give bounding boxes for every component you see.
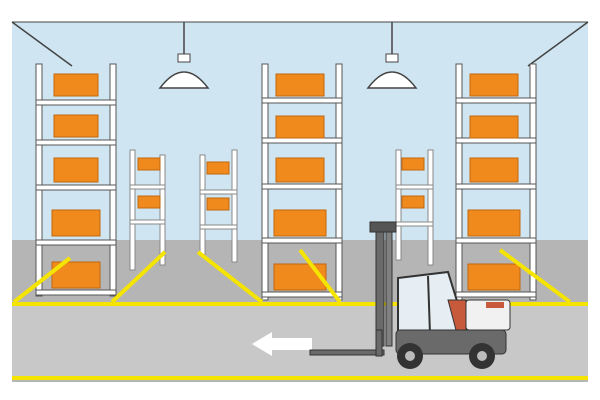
rack-right bbox=[455, 63, 537, 301]
ceiling-lamp-icon bbox=[366, 22, 418, 89]
rack-center bbox=[261, 63, 343, 301]
forklift bbox=[309, 221, 511, 369]
ceiling-lamp-icon bbox=[158, 22, 210, 89]
rack-left bbox=[35, 63, 117, 297]
rack-back-right bbox=[395, 149, 434, 266]
roof-beam-right bbox=[527, 21, 589, 67]
forklift-forks bbox=[309, 349, 385, 356]
left-arrow-icon bbox=[252, 332, 312, 356]
roof-beam-left bbox=[11, 21, 73, 67]
rack-back-center bbox=[199, 149, 238, 263]
forklift-mast bbox=[375, 221, 385, 347]
rack-back-left bbox=[129, 149, 166, 271]
